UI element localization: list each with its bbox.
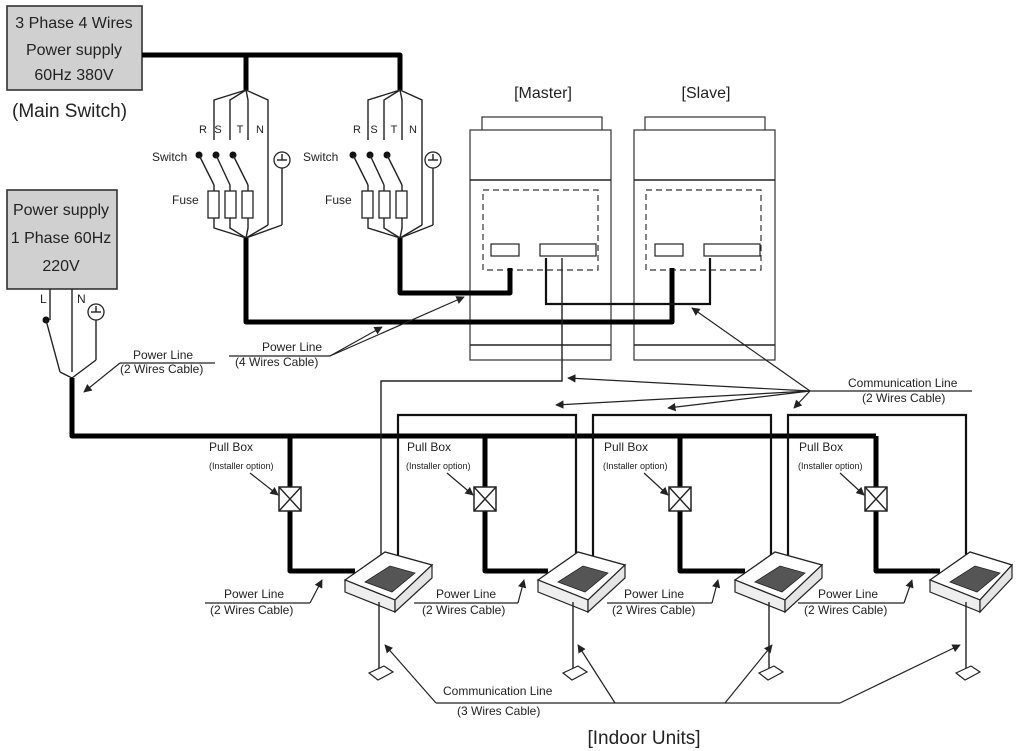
ground-icon — [424, 151, 442, 169]
main-bus-line — [142, 52, 403, 90]
power-line-cable: (2 Wires Cable) — [612, 603, 695, 617]
power-line-cable: (2 Wires Cable) — [210, 603, 293, 617]
power-line-title: Power Line — [818, 587, 878, 601]
power-line-cable: (2 Wires Cable) — [422, 603, 505, 617]
indoor-power-branch-2 — [473, 436, 548, 574]
indoor-power-branch-1 — [278, 436, 355, 574]
power-line-label-unit-4: Power Line (2 Wires Cable) — [798, 579, 914, 617]
pull-box-title: Pull Box — [604, 440, 648, 454]
pull-box-title: Pull Box — [407, 440, 451, 454]
comm-line-3wire-title: Communication Line — [443, 684, 553, 698]
power-line-to-slave — [243, 238, 675, 325]
terminal-l-label: L — [40, 292, 47, 306]
pull-box-title: Pull Box — [799, 440, 843, 454]
power-line-label-unit-2: Power Line (2 Wires Cable) — [414, 579, 527, 617]
master-label: [Master] — [514, 85, 572, 102]
switch-fuse-assembly-left: R S T N Switch Fuse — [152, 89, 291, 239]
power-line-2wire-title-left: Power Line — [133, 348, 193, 362]
power-line-4wire-cable: (4 Wires Cable) — [235, 355, 318, 369]
pull-box-label-3: Pull Box (Installer option) — [603, 440, 669, 496]
fuse-label-right: Fuse — [325, 193, 352, 207]
slave-label: [Slave] — [682, 85, 731, 102]
power-line-title: Power Line — [224, 587, 284, 601]
pull-box-option: (Installer option) — [209, 461, 274, 471]
indoor-power-trunk — [69, 378, 876, 439]
single-phase-supply-line1: Power supply — [13, 202, 109, 219]
pull-box-option: (Installer option) — [603, 461, 668, 471]
power-line-label-unit-1: Power Line (2 Wires Cable) — [205, 579, 323, 617]
comm-line-3wire-cable: (3 Wires Cable) — [457, 704, 540, 718]
ground-icon — [87, 303, 105, 321]
indoor-unit-1 — [343, 551, 434, 614]
phase-s-label: S — [370, 124, 377, 136]
pull-box-option: (Installer option) — [406, 461, 471, 471]
terminal-n-label: N — [77, 292, 86, 306]
indoor-units-caption: [Indoor Units] — [588, 728, 701, 749]
phase-n-label: N — [256, 124, 264, 136]
remote-controller-1 — [367, 602, 395, 681]
three-phase-supply-line1: 3 Phase 4 Wires — [15, 15, 132, 32]
switch-label-left: Switch — [152, 150, 187, 164]
power-line-2wire-cable-left: (2 Wires Cable) — [120, 362, 203, 376]
three-phase-supply-line2: Power supply — [26, 42, 122, 59]
indoor-power-branch-3 — [668, 436, 745, 574]
single-phase-supply-line2: 1 Phase 60Hz — [11, 230, 112, 247]
indoor-unit-3 — [733, 551, 824, 614]
power-line-to-master — [397, 238, 513, 296]
pull-box-label-4: Pull Box (Installer option) — [798, 440, 865, 496]
pull-box-label-2: Pull Box (Installer option) — [406, 440, 474, 496]
power-line-cable: (2 Wires Cable) — [804, 603, 887, 617]
indoor-unit-4 — [928, 551, 1014, 614]
phase-r-label: R — [199, 124, 207, 136]
master-indoor-comm — [380, 258, 563, 565]
fuse-label-left: Fuse — [172, 193, 199, 207]
outdoor-comm-link — [544, 258, 712, 306]
ground-icon — [273, 151, 291, 169]
comm-line-2wire-title: Communication Line — [848, 376, 958, 390]
single-phase-supply-line3: 220V — [42, 258, 80, 275]
switch-label-right: Switch — [303, 150, 338, 164]
remote-controller-4 — [954, 602, 982, 681]
phase-t-label: T — [237, 124, 244, 136]
indoor-power-branch-4 — [864, 436, 940, 574]
three-phase-supply-line3: 60Hz 380V — [34, 67, 113, 84]
indoor-comm-loop-2 — [591, 413, 773, 565]
remote-controller-3 — [757, 602, 785, 681]
phase-r-label: R — [353, 124, 361, 136]
phase-s-label: S — [214, 124, 221, 136]
switch-fuse-assembly-right: R S T N Switch Fuse — [303, 89, 442, 239]
comm-line-2wire-cable: (2 Wires Cable) — [862, 391, 945, 405]
remote-controller-2 — [561, 602, 589, 681]
indoor-unit-2 — [536, 551, 627, 614]
single-phase-supply: Power supply 1 Phase 60Hz 220V — [6, 189, 118, 290]
pull-box-title: Pull Box — [209, 440, 253, 454]
phase-n-label: N — [409, 124, 417, 136]
power-line-4wire-title: Power Line — [262, 340, 322, 354]
main-switch-caption: (Main Switch) — [12, 101, 127, 122]
phase-t-label: T — [391, 124, 398, 136]
indoor-comm-loop-1 — [396, 413, 578, 565]
indoor-comm-loop-3 — [786, 413, 968, 565]
three-phase-supply: 3 Phase 4 Wires Power supply 60Hz 380V — [6, 5, 143, 91]
pull-box-option: (Installer option) — [798, 461, 863, 471]
power-line-label-unit-3: Power Line (2 Wires Cable) — [607, 579, 721, 617]
power-line-title: Power Line — [436, 587, 496, 601]
pull-box-label-1: Pull Box (Installer option) — [209, 440, 279, 496]
power-line-title: Power Line — [624, 587, 684, 601]
